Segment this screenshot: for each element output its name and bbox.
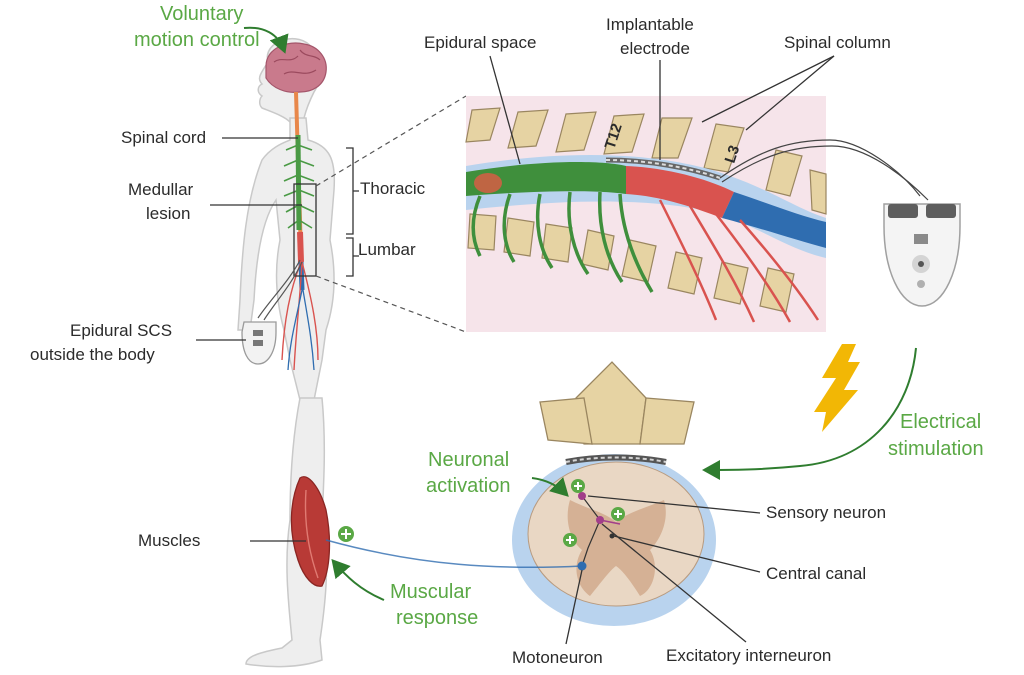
vertebra-icon <box>465 107 827 215</box>
muscle-icon <box>290 476 331 587</box>
spinal-column-label: Spinal column <box>784 33 891 52</box>
brain-icon <box>265 42 327 93</box>
muscular-response-label-line1: Muscular <box>390 581 471 603</box>
motoneuron-label: Motoneuron <box>512 648 603 667</box>
sensory-neuron-label: Sensory neuron <box>766 503 886 522</box>
muscular-response-label-line2: response <box>396 607 478 629</box>
thoracic-label: Thoracic <box>360 179 426 198</box>
neuronal-activation-label-line1: Neuronal <box>428 449 509 471</box>
lumbar-label: Lumbar <box>358 240 416 259</box>
implantable-electrode-label-line2: electrode <box>620 39 690 58</box>
medullar-lesion-label-line2: lesion <box>146 204 190 223</box>
epidural-scs-label-line2: outside the body <box>30 345 155 364</box>
electrical-stimulation-label-line1: Electrical <box>900 411 981 433</box>
epidural-scs-label-line1: Epidural SCS <box>70 321 172 340</box>
l3-label: L3 <box>722 143 744 165</box>
central-canal-label: Central canal <box>766 564 866 583</box>
plus-marker-icon <box>563 479 625 547</box>
epidural-space-label: Epidural space <box>424 33 536 52</box>
lightning-bolt-icon <box>814 344 860 432</box>
neuronal-activation-label-line2: activation <box>426 475 511 497</box>
spine-inset: T12 L3 <box>465 96 929 332</box>
electrical-stimulation-label-line2: stimulation <box>888 438 984 460</box>
muscles-label: Muscles <box>138 531 200 550</box>
voluntary-label-line2: motion control <box>134 29 260 51</box>
vertebra-icon <box>539 361 695 445</box>
spinal-cross-section <box>512 361 716 626</box>
stimulator-device-icon <box>241 321 277 365</box>
excitatory-interneuron-label: Excitatory interneuron <box>666 646 831 665</box>
spinal-cord-icon <box>257 91 319 371</box>
stimulator-device-icon <box>883 203 961 307</box>
spinal-cord-label: Spinal cord <box>121 128 206 147</box>
voluntary-label-line1: Voluntary <box>160 3 243 25</box>
plus-marker-icon <box>338 526 354 542</box>
implantable-electrode-label-line1: Implantable <box>606 15 694 34</box>
medullar-lesion-label-line1: Medullar <box>128 180 194 199</box>
